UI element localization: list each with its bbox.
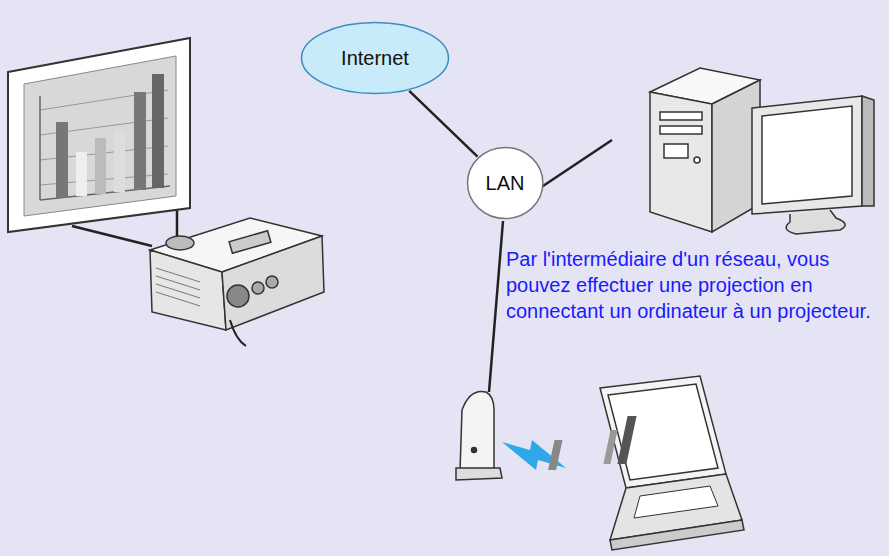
desktop-computer — [650, 68, 874, 234]
note-text: Par l'intermédiaire d'un réseau, vous po… — [506, 246, 878, 324]
node-label: LAN — [486, 172, 525, 195]
laptop-computer — [548, 376, 744, 550]
wireless-signal — [502, 440, 566, 470]
wireless-access-point — [456, 391, 502, 480]
network-link — [409, 91, 477, 157]
projector — [150, 218, 324, 346]
projection-screen — [8, 38, 190, 232]
network-circle: LAN — [466, 146, 544, 220]
cloud-ellipse: Internet — [300, 21, 450, 95]
node-label: Internet — [341, 47, 409, 70]
